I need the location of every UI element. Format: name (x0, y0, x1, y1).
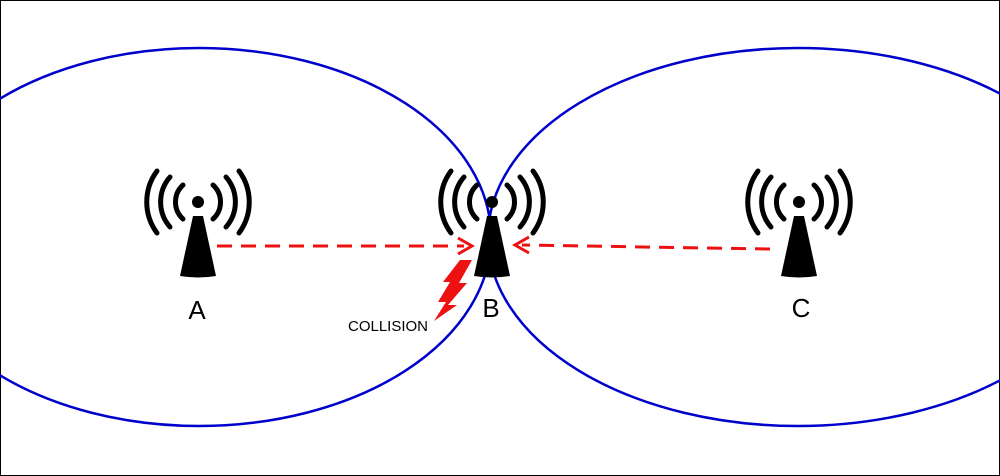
transmission-arrow-a-to-b (217, 236, 476, 256)
range-circle-a (0, 46, 493, 428)
wireless-tower-icon (441, 171, 544, 278)
lightning-bolt-icon (434, 260, 472, 321)
wireless-tower-icon (147, 171, 250, 278)
collision-label: COLLISION (348, 318, 428, 335)
range-circle-c (486, 46, 1000, 428)
transmission-arrow-c-to-b (511, 235, 771, 255)
node-label-c: C (792, 293, 811, 323)
node-label-a: A (188, 295, 206, 325)
wireless-tower-icon (748, 171, 851, 278)
node-label-b: B (482, 293, 499, 323)
